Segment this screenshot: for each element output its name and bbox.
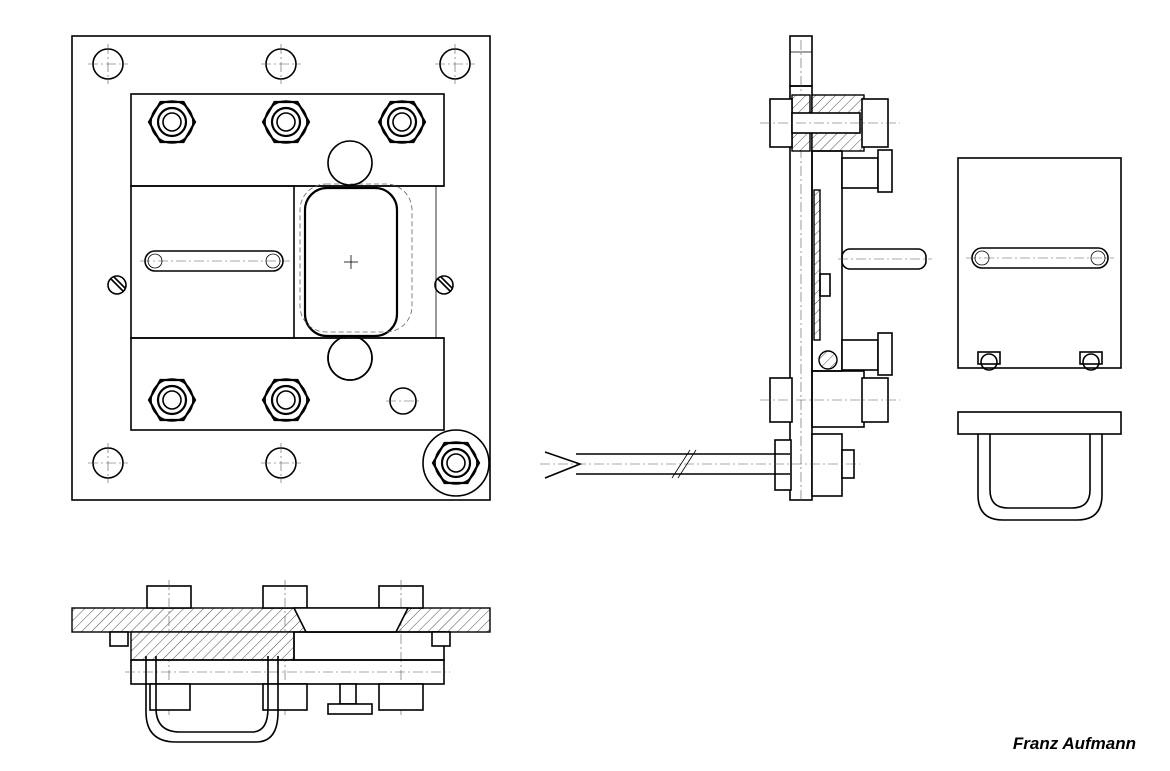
u-bracket-view — [957, 411, 1122, 521]
side-view — [540, 35, 932, 501]
author-credit: Franz Aufmann — [1012, 734, 1136, 753]
front-view — [71, 35, 491, 501]
slide-detail-view — [957, 157, 1122, 371]
bottom-view — [71, 580, 491, 743]
slide-plate — [130, 185, 295, 339]
lower-clamp-block — [130, 337, 445, 431]
front-base-plate — [71, 35, 491, 501]
